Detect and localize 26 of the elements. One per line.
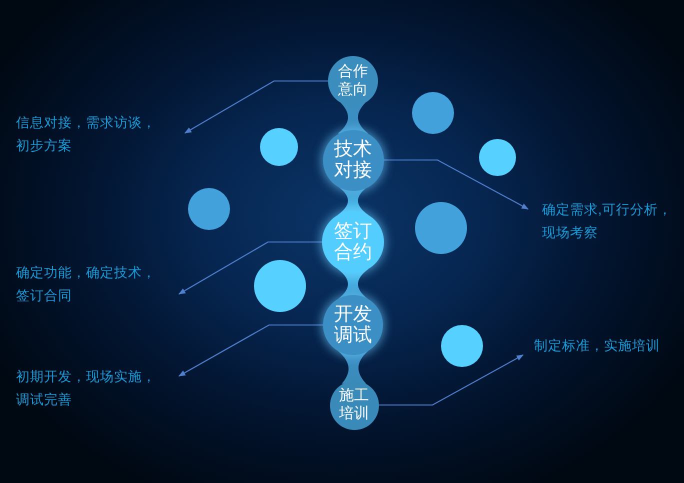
- step-label: 签订合约: [333, 221, 373, 263]
- description-text: 初期开发，现场实施，调试完善: [16, 365, 166, 411]
- circle: [188, 188, 230, 230]
- leader-arrow: [384, 159, 529, 210]
- circle: [415, 202, 467, 254]
- step-label: 技术对接: [333, 139, 373, 181]
- circle: [260, 128, 298, 166]
- step-circle: [322, 211, 384, 273]
- step-label: 施工培训: [338, 387, 370, 423]
- step-circle: [322, 130, 384, 190]
- leader-arrow: [178, 324, 323, 376]
- description-text: 确定功能，确定技术，签订合同: [16, 261, 166, 307]
- step-label: 开发调试: [333, 304, 373, 346]
- leader-arrow: [378, 354, 524, 406]
- step-label: 合作意向: [337, 63, 369, 99]
- description-text: 信息对接，需求访谈，初步方案: [16, 111, 166, 157]
- leader-arrow: [178, 241, 322, 294]
- circle: [441, 325, 483, 367]
- circle: [412, 92, 454, 134]
- circle: [478, 138, 516, 176]
- step-circle: [328, 56, 378, 106]
- step-circle: [323, 295, 383, 355]
- circle: [254, 260, 306, 312]
- description-text: 制定标准，实施培训: [534, 334, 660, 357]
- leader-arrow: [184, 80, 328, 134]
- description-text: 确定需求,可行分析，现场考察: [542, 198, 679, 244]
